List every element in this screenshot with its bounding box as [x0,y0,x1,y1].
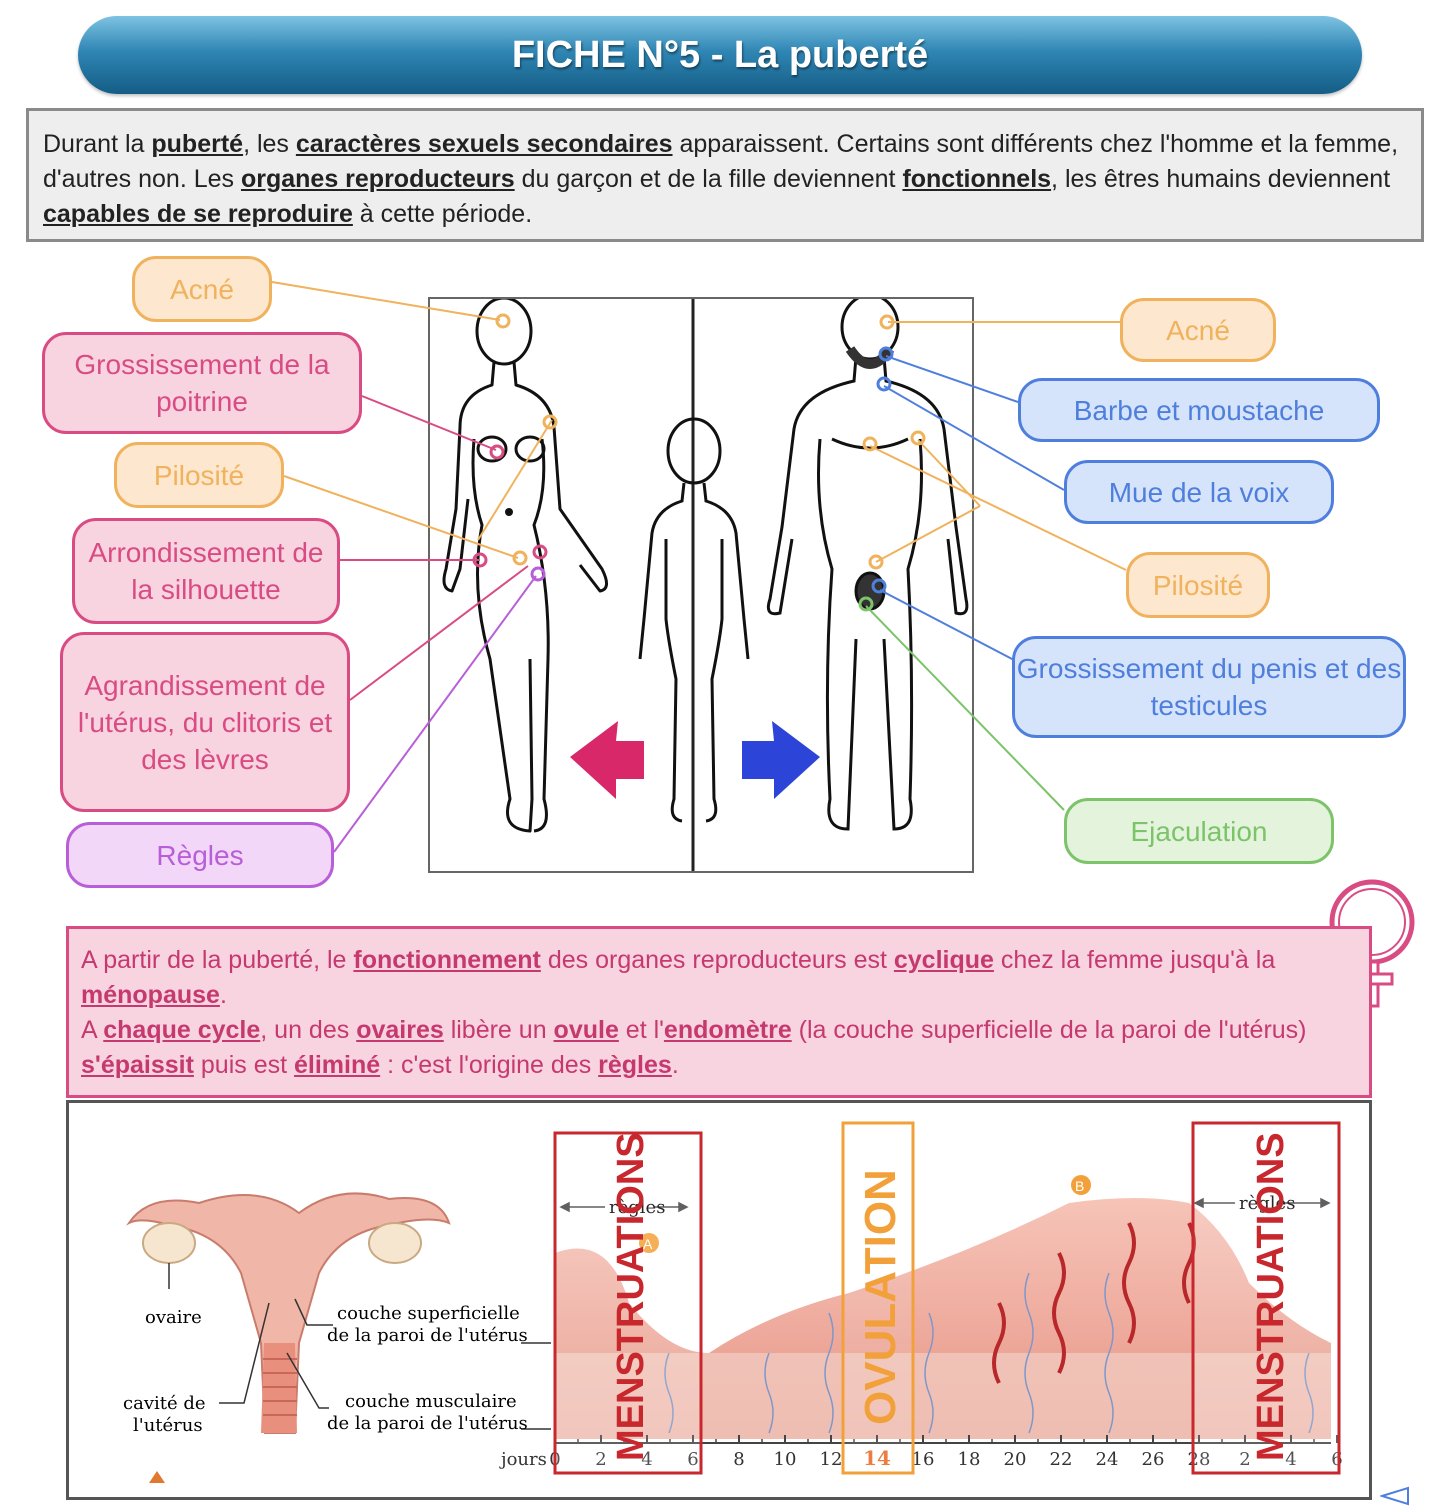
cycle-text: , un des [260,1016,357,1044]
cycle-text: et l' [618,1016,664,1044]
intro-box: Durant la puberté, les caractères sexuel… [26,108,1424,242]
intro-keyword: fonctionnels [902,165,1052,193]
label-mue-voix: Mue de la voix [1064,460,1334,524]
menstruations-label-end: MENSTRUATIONS [1250,1132,1292,1461]
female-figure [442,296,608,833]
label-couche-musculaire-2: de la paroi de l'utérus [327,1413,528,1434]
menstruations-frame-start [553,1131,703,1475]
label-ovaire: ovaire [145,1307,202,1328]
label-arrondissement-silhouette: Arrondissement de la silhouette [72,518,340,624]
label-pilosite-male: Pilosité [1126,552,1270,618]
body-illustration-frame [428,293,974,873]
intro-keyword: capables de se reproduire [43,200,353,228]
label-barbe-moustache: Barbe et moustache [1018,378,1380,442]
cycle-text: chez la femme jusqu'à la [993,946,1276,974]
cycle-keyword: ménopause [81,981,220,1009]
body-illustration [442,293,969,871]
cycle-keyword: ovaires [356,1016,444,1044]
cycle-info-box: A partir de la puberté, le fonctionnemen… [66,926,1372,1098]
intro-keyword: caractères sexuels secondaires [295,130,673,158]
tick-label: 14 [863,1446,891,1470]
label-couche-superficielle-2: de la paroi de l'utérus [327,1325,528,1346]
tick-label: 12 [820,1449,843,1470]
male-figure [766,293,969,831]
intro-text: du garçon et de la fille deviennent [514,165,903,193]
cycle-keyword: cyclique [893,946,994,974]
marker-b-icon [1071,1175,1091,1195]
cycle-text: (la couche superficielle de la paroi de … [791,1016,1307,1044]
label-cavite-1: cavité de [123,1393,206,1414]
tick-label: 22 [1050,1449,1073,1470]
tick-label: 24 [1096,1449,1119,1470]
cycle-keyword: fonctionnement [353,946,541,974]
title-banner: FICHE N°5 - La puberté [78,16,1362,94]
tick-label: 26 [1142,1449,1165,1470]
cycle-keyword: ovule [553,1016,619,1044]
blue-arrow [742,721,820,799]
cycle-text: : c'est l'origine des [380,1051,599,1079]
label-agrandissement-uterus: Agrandissement de l'utérus, du clitoris … [60,632,350,812]
pink-arrow [570,721,644,799]
label-ejaculation: Ejaculation [1064,798,1334,864]
cycle-keyword: règles [598,1051,672,1079]
cycle-keyword: éliminé [294,1051,381,1079]
cycle-keyword: s'épaissit [81,1051,194,1079]
intro-text: Durant la [43,130,152,158]
jours-label: jours [499,1449,547,1470]
label-regles: Règles [66,822,334,888]
intro-text: à cette période. [352,200,533,228]
cycle-text: . [671,1051,679,1079]
marker-a-label: A [643,1236,653,1252]
intro-text: , les [243,130,296,158]
endometrium-graph [555,1198,1331,1439]
tick-label: 4 [641,1449,652,1470]
cycle-keyword: chaque cycle [103,1016,261,1044]
label-grossissement-poitrine: Grossissement de la poitrine [42,332,362,434]
marker-b-label: B [1075,1178,1084,1194]
cycle-text: A partir de la puberté, le [81,946,354,974]
ovulation-label: OVULATION [856,1169,905,1425]
cycle-text: puis est [193,1051,295,1079]
leader-lines [271,281,1127,853]
cycle-text: . [219,981,227,1009]
label-pilosite-female: Pilosité [114,442,284,508]
cycle-text: des organes reproducteurs est [540,946,894,974]
marker-a-icon [639,1233,659,1253]
cycle-keyword: endomètre [663,1016,792,1044]
tick-label: 10 [774,1449,797,1470]
label-acne-female: Acné [132,256,272,322]
label-acne-male: Acné [1120,298,1276,362]
tick-label: 16 [912,1449,935,1470]
page-title: FICHE N°5 - La puberté [511,33,929,76]
intro-keyword: puberté [151,130,244,158]
cycle-illustration: ovaire couche superficielle de la paroi … [123,1121,1343,1483]
tick-label: 20 [1004,1449,1027,1470]
tick-label: 2 [595,1449,606,1470]
intro-keyword: organes reproducteurs [240,165,515,193]
tick-label: 8 [733,1449,744,1470]
cycle-text: A [81,1016,104,1044]
regles-label-start: règles [609,1197,665,1218]
intro-text: apparaissent. Certains sont différents c… [43,130,1399,193]
tick-label: 2 [1239,1449,1250,1470]
tick-label: 6 [1331,1449,1342,1470]
label-cavite-2: l'utérus [133,1415,203,1436]
cycle-illustration-frame: ovaire couche superficielle de la paroi … [66,1100,1372,1500]
tick-label: 4 [1285,1449,1296,1470]
label-grossissement-penis: Grossissement du penis et des testicules [1012,636,1406,738]
tick-marks: 0246810121416182022242628246 [549,1435,1343,1470]
tick-label: 6 [687,1449,698,1470]
child-figure [638,417,750,823]
cycle-text: libère un [443,1016,554,1044]
next-arrow-icon [1380,1486,1409,1506]
menstruations-frame-end [1191,1121,1341,1475]
ovulation-frame [841,1121,915,1475]
tick-label: 18 [958,1449,981,1470]
menstruations-label-start: MENSTRUATIONS [610,1132,652,1461]
regles-label-end: règles [1239,1193,1295,1214]
label-couche-superficielle-1: couche superficielle [337,1303,520,1324]
uterus-drawing [126,1192,451,1483]
intro-text: , les êtres humains deviennent [1051,165,1391,193]
label-couche-musculaire-1: couche musculaire [345,1391,517,1412]
